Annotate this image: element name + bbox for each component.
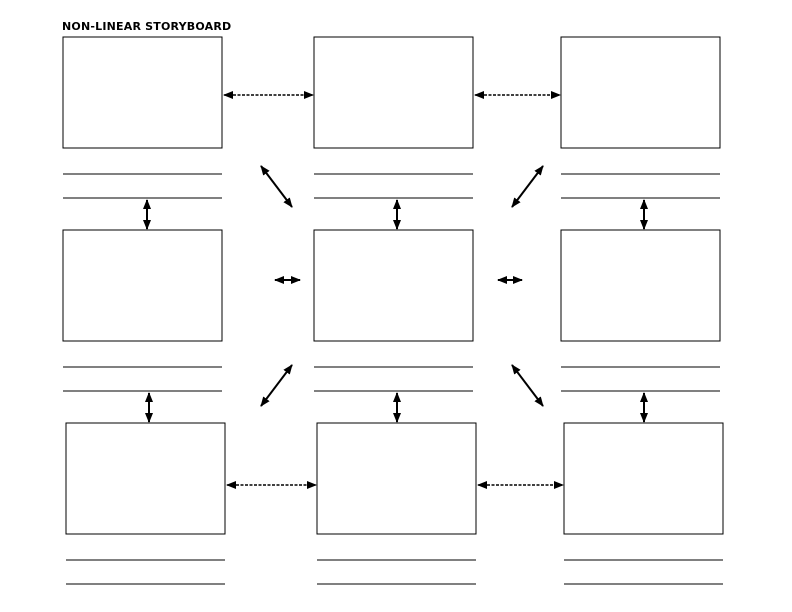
arrow-top-right-to-middle-center-icon — [511, 165, 544, 208]
frame-middle-left[interactable] — [62, 229, 223, 342]
arrow-bottom-right-to-middle-center-icon — [511, 364, 544, 407]
frame-middle-right[interactable] — [560, 229, 721, 342]
frame-bottom-left[interactable] — [65, 422, 226, 535]
frame-bottom-center[interactable] — [316, 422, 477, 535]
frame-middle-center[interactable] — [313, 229, 474, 342]
arrow-bottom-left-to-middle-center-icon — [260, 364, 293, 407]
arrow-top-left-to-middle-center-icon — [260, 165, 293, 208]
frame-top-left[interactable] — [62, 36, 223, 149]
frame-top-center[interactable] — [313, 36, 474, 149]
frame-top-right[interactable] — [560, 36, 721, 149]
page-title: NON-LINEAR STORYBOARD — [62, 20, 232, 33]
frame-bottom-right[interactable] — [563, 422, 724, 535]
